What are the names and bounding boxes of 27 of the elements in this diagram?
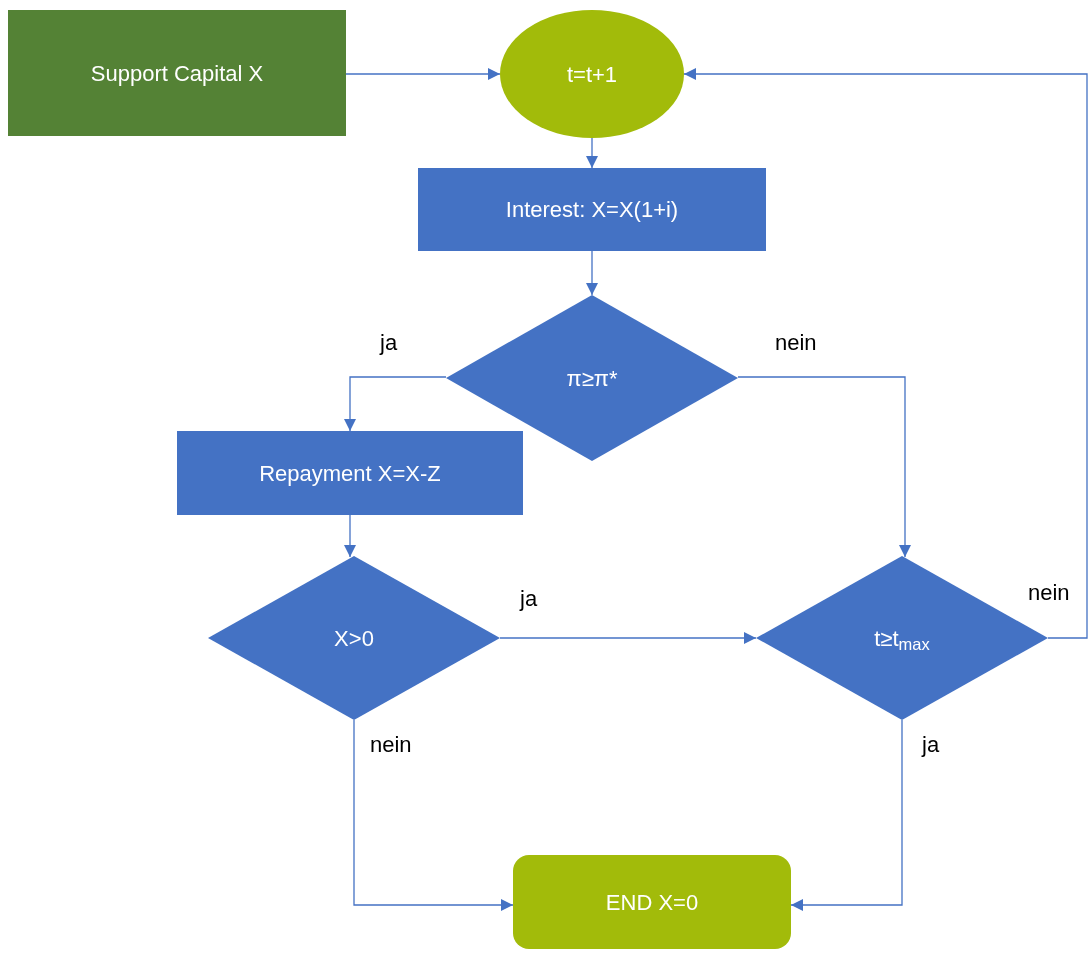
arrow	[499, 632, 757, 644]
node-label: t=t+1	[566, 60, 618, 89]
arrow	[344, 514, 356, 558]
node-label: Interest: X=X(1+i)	[505, 196, 679, 224]
arrow	[586, 137, 598, 169]
arrow	[586, 250, 598, 296]
end-box	[513, 855, 791, 949]
node-label: Repayment X=X-Z	[259, 459, 441, 488]
arrow	[737, 376, 911, 558]
arrow	[344, 376, 447, 432]
node-label: END X=0	[605, 888, 699, 917]
arrow	[345, 68, 501, 80]
decision-diamond	[446, 295, 738, 461]
process-box	[177, 431, 523, 515]
arrow	[353, 719, 514, 911]
arrow	[683, 68, 1088, 639]
node-label: Support Capital X	[90, 59, 264, 88]
process-box	[8, 10, 346, 136]
decision-diamond	[208, 556, 500, 720]
edge-label: ja	[380, 332, 398, 354]
edge-label: ja	[922, 734, 940, 756]
arrow	[790, 719, 903, 911]
node-label: π≥π*	[566, 364, 618, 393]
edge-label: ja	[520, 588, 538, 610]
node-label: X>0	[334, 624, 374, 653]
node-label: t≥t$_{max}$	[874, 624, 930, 655]
process-box	[418, 168, 766, 251]
